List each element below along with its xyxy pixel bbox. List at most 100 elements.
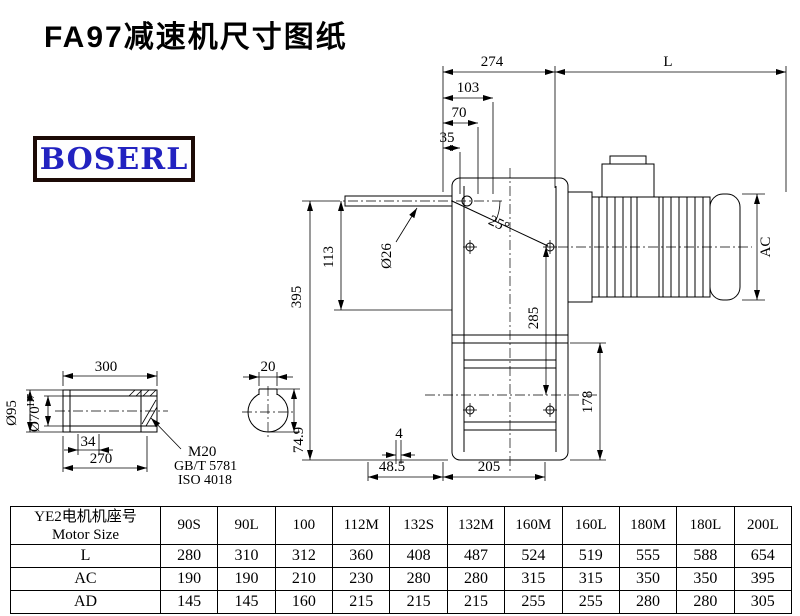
- cell: 230: [332, 567, 391, 591]
- cell: 350: [618, 567, 678, 591]
- cell: 190: [159, 567, 219, 591]
- dim-178: 178: [570, 342, 606, 461]
- dim-AC: AC: [742, 193, 774, 301]
- dim-395: 395: [289, 200, 448, 461]
- cell: 190: [217, 567, 276, 591]
- row-label: AD: [10, 590, 161, 614]
- motor-size-header-en: Motor Size: [51, 526, 120, 543]
- table-row-AD: AD 145 145 160 215 215 215 255 255 280 2…: [10, 590, 793, 614]
- bolt-hole-mark: [463, 403, 477, 417]
- cell: 487: [446, 544, 506, 568]
- motor: [558, 155, 752, 303]
- table-header-row: YE2电机机座号 Motor Size 90S 90L 100 112M 132…: [10, 506, 793, 545]
- cell: 255: [561, 590, 620, 614]
- cell: 145: [159, 590, 219, 614]
- dim-274: 274: [442, 54, 556, 192]
- dimension-table: YE2电机机座号 Motor Size 90S 90L 100 112M 132…: [10, 506, 793, 614]
- cell: 350: [676, 567, 735, 591]
- dim-4: 4: [382, 426, 415, 464]
- cell: 280: [389, 567, 448, 591]
- boserl-logo: BOSERL: [33, 136, 195, 182]
- dim-label-25deg: 25°: [486, 213, 512, 236]
- motor-size-header-cn: YE2电机机座号: [34, 508, 137, 525]
- dim-dia26: Ø26: [379, 207, 418, 269]
- cell: 215: [332, 590, 391, 614]
- dim-label-dia70h7: Ø70H7: [26, 394, 43, 432]
- col-header: 132M: [446, 506, 506, 545]
- col-header: 180M: [618, 506, 678, 545]
- dim-270: 270: [62, 436, 148, 472]
- cell: 360: [332, 544, 391, 568]
- cell: 145: [217, 590, 276, 614]
- bore-section-detail: [242, 386, 294, 440]
- cell: 280: [618, 590, 678, 614]
- cell: 215: [446, 590, 506, 614]
- cell: 280: [159, 544, 219, 568]
- cell: 255: [504, 590, 563, 614]
- dim-label-20: 20: [261, 359, 276, 375]
- col-header: 160M: [504, 506, 563, 545]
- dim-label-L: L: [663, 54, 672, 70]
- row-label: AC: [10, 567, 161, 591]
- dim-113: 113: [321, 201, 452, 311]
- cell: 310: [217, 544, 276, 568]
- col-header: 112M: [332, 506, 391, 545]
- bolt-note: M20 GB/T 5781 ISO 4018: [150, 417, 237, 488]
- dim-dia95: Ø95: [4, 389, 63, 433]
- terminal-box-lid: [609, 155, 647, 165]
- col-header: 180L: [676, 506, 735, 545]
- cell: 160: [274, 590, 334, 614]
- dim-label-274: 274: [481, 54, 504, 70]
- dim-103: 103: [443, 80, 494, 194]
- dim-label-270: 270: [90, 451, 113, 467]
- boserl-logo-text: BOSERL: [39, 141, 189, 177]
- dim-label-103: 103: [457, 80, 480, 96]
- dim-label-113: 113: [321, 246, 337, 268]
- dim-label-35: 35: [440, 130, 455, 146]
- dim-label-dia95: Ø95: [4, 400, 20, 426]
- table-row-L: L 280 310 312 360 408 487 524 519 555 58…: [10, 544, 793, 568]
- cell: 315: [561, 567, 620, 591]
- fan-cover: [709, 193, 741, 301]
- row-label: L: [10, 544, 161, 568]
- col-header: 90S: [159, 506, 219, 545]
- bolt-hole-mark: [463, 240, 477, 254]
- bolt-label: M20: [188, 444, 216, 460]
- dim-label-dia26: Ø26: [379, 243, 395, 269]
- dim-48-5: 48.5: [367, 459, 444, 481]
- dim-label-178: 178: [580, 391, 596, 414]
- dim-label-34: 34: [81, 434, 97, 450]
- dim-label-285: 285: [526, 307, 542, 330]
- cell: 280: [446, 567, 506, 591]
- bolt-hole-mark: [543, 403, 557, 417]
- dim-label-395: 395: [289, 286, 305, 309]
- dim-label-4: 4: [395, 426, 403, 442]
- dim-300: 300: [62, 359, 158, 386]
- dim-L: L: [555, 54, 787, 192]
- dim-20: 20: [243, 359, 293, 386]
- cell: 215: [389, 590, 448, 614]
- terminal-box: [601, 163, 655, 198]
- cell: 524: [504, 544, 563, 568]
- bolt-std-iso: ISO 4018: [178, 473, 232, 488]
- dim-label-74-9: 74.9: [291, 427, 307, 453]
- bolt-std-gb: GB/T 5781: [174, 459, 237, 474]
- dim-70: 70: [443, 105, 479, 194]
- motor-size-header: YE2电机机座号 Motor Size: [10, 506, 161, 545]
- cell: 395: [733, 567, 793, 591]
- cell: 312: [274, 544, 334, 568]
- cell: 588: [676, 544, 735, 568]
- dim-label-300: 300: [95, 359, 118, 375]
- col-header: 160L: [561, 506, 620, 545]
- cell: 555: [618, 544, 678, 568]
- dim-label-205: 205: [478, 459, 501, 475]
- col-header: 90L: [217, 506, 276, 545]
- cell: 280: [676, 590, 735, 614]
- shaft-detail: [55, 389, 168, 433]
- angle-reference-line: [451, 200, 549, 247]
- cell: 315: [504, 567, 563, 591]
- col-header: 100: [274, 506, 334, 545]
- col-header: 200L: [733, 506, 793, 545]
- dim-35: 35: [440, 130, 461, 194]
